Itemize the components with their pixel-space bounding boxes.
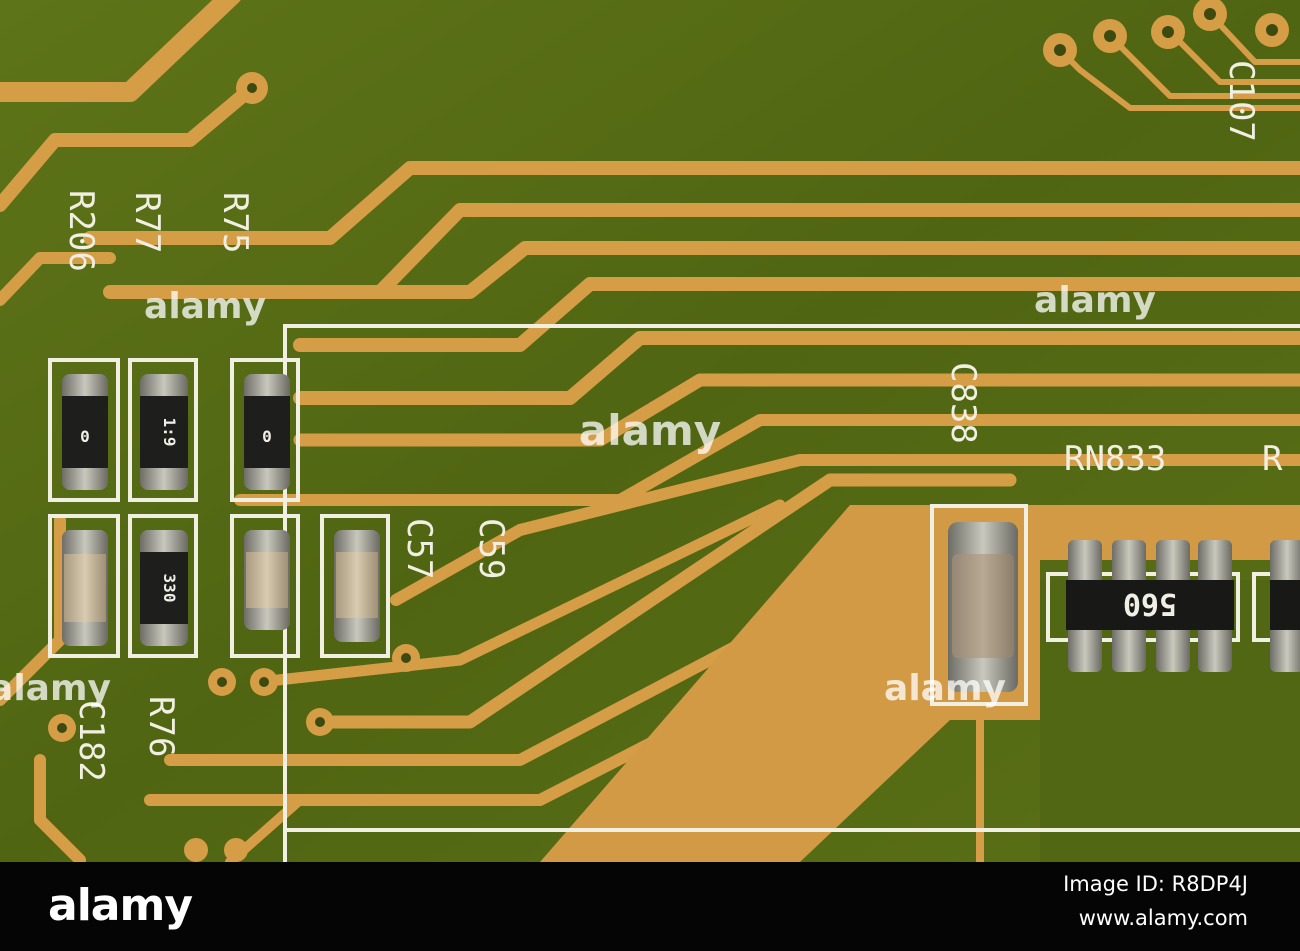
label-r75: R75 <box>215 192 255 253</box>
label-c57: C57 <box>399 518 439 579</box>
label-rn833: RN833 <box>1064 439 1166 479</box>
resistor-r75: 0 <box>244 374 290 490</box>
label-c838: C838 <box>943 362 983 444</box>
copper-pour-inner <box>1040 580 1300 862</box>
label-r76: R76 <box>141 696 181 757</box>
capacitor-c57 <box>334 530 380 642</box>
resistor-network-partial <box>1270 540 1300 672</box>
silkscreen-outlines <box>48 324 1300 862</box>
svg-text:alamy: alamy <box>1034 280 1156 321</box>
stock-footer: alamy Image ID: R8DP4J www.alamy.com <box>0 862 1300 951</box>
label-r206: R206 <box>61 190 101 272</box>
copper-pour <box>540 505 1300 862</box>
resistor-network-rn833: 560 <box>1066 540 1234 672</box>
pcb-photo: 0 1:9 0 330 <box>0 0 1300 862</box>
copper-traces <box>0 0 1300 862</box>
vias <box>48 0 1289 862</box>
resistor-r77: 1:9 <box>140 374 188 490</box>
svg-text:330: 330 <box>160 574 179 603</box>
svg-text:alamy: alamy <box>0 668 111 709</box>
capacitor-c838 <box>948 522 1018 692</box>
label-c59: C59 <box>471 518 511 579</box>
footer-logo: alamy <box>48 880 193 931</box>
svg-text:alamy: alamy <box>884 668 1006 709</box>
resistor-r76: 330 <box>140 530 188 646</box>
svg-text:0: 0 <box>80 427 90 446</box>
label-c182: C182 <box>71 700 111 782</box>
footer-image-id: Image ID: R8DP4J <box>1063 872 1248 896</box>
svg-text:alamy: alamy <box>579 406 721 455</box>
svg-text:560: 560 <box>1123 586 1177 621</box>
svg-text:1:9: 1:9 <box>160 418 179 447</box>
label-r-partial: R <box>1262 439 1283 479</box>
label-r77: R77 <box>127 192 167 253</box>
svg-text:alamy: alamy <box>144 286 266 327</box>
label-c107: C107 <box>1221 60 1261 142</box>
capacitor-c59 <box>244 530 290 630</box>
footer-url: www.alamy.com <box>1078 906 1248 930</box>
resistor-r206: 0 <box>62 374 108 490</box>
svg-text:0: 0 <box>262 427 272 446</box>
capacitor-c182 <box>62 530 108 646</box>
watermark: alamy alamy alamy alamy alamy <box>0 280 1156 709</box>
